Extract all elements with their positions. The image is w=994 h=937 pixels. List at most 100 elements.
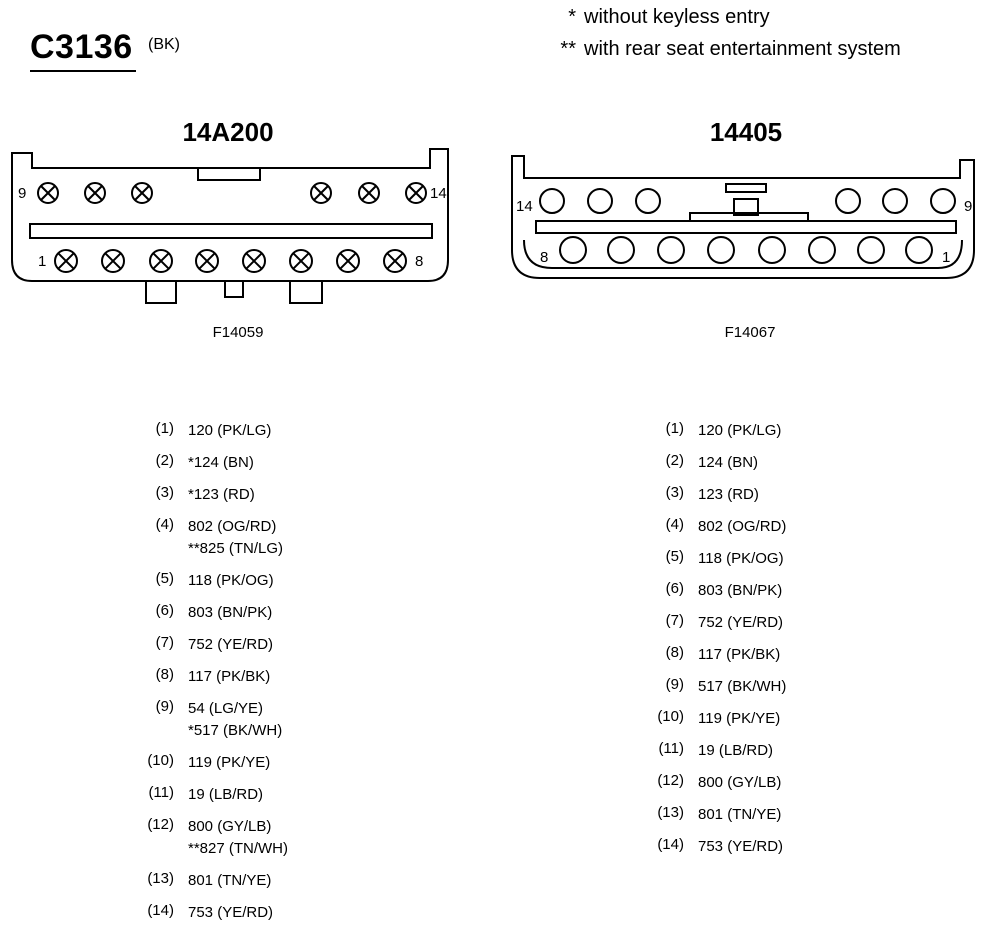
pin-row: (7) 752 (YE/RD) [642,612,786,634]
pin-row: (11)19 (LB/RD) [132,784,288,806]
wire-label: 753 (YE/RD) [698,838,784,855]
cavity-cross [408,185,424,201]
wire-label: 119 (PK/YE) [698,710,781,727]
pin-wires: 19 (LB/RD) [698,740,773,762]
right-connector-latch [733,198,759,216]
left-connector-rib [29,223,433,239]
cavity-open [857,236,885,264]
cavity-open [808,236,836,264]
wire-label: 124 (BN) [698,454,759,471]
pin-wires: 801 (TN/YE) [698,804,781,826]
cavity-open [882,188,908,214]
pin-number: (10) [657,708,684,725]
note-text: without keyless entry [584,6,770,28]
wire-label: 801 (TN/YE) [188,872,272,889]
right-label-top-left: 14 [516,198,533,215]
left-label-top-right: 14 [430,185,447,202]
wire-label: **825 (TN/LG) [188,540,284,557]
right-connector-rib [535,220,957,234]
pin-number: (13) [147,870,174,887]
pin-number: (10) [147,752,174,769]
pin-row: (6)803 (BN/PK) [132,602,288,624]
pin-row: (1) 120 (PK/LG) [132,420,288,442]
left-label-top-left: 9 [18,185,26,202]
cavity-cross [386,252,404,270]
pin-wires: 117 (PK/BK) [188,666,270,688]
pin-number: (9) [665,676,684,693]
pin-number: (9) [155,698,174,715]
pin-number: (6) [665,580,684,597]
pin-row: (8) 117 (PK/BK) [132,666,288,688]
pin-row: (7) 752 (YE/RD) [132,634,288,656]
wire-label: 801 (TN/YE) [698,806,782,823]
cavity-cross [198,252,216,270]
wire-label: *517 (BK/WH) [188,722,283,739]
right-figure-id: F14067 [724,324,776,341]
pin-number: (3) [155,484,174,501]
right-connector-diagram: 14 9 8 1 [511,155,975,279]
pin-number: (6) [155,602,174,619]
pin-row: (9)54 (LG/YE)*517 (BK/WH) [132,698,288,742]
pin-row: (11)19 (LB/RD) [642,740,786,762]
cavity-cross [134,185,150,201]
pin-wires: 124 (BN) [698,452,758,474]
pin-wires: *123 (RD) [188,484,255,506]
pin-wires: 123 (RD) [698,484,759,506]
connector-color-code: (BK) [148,36,180,53]
wire-label: 800 (GY/LB) [698,774,782,791]
wire-label: 119 (PK/YE) [188,754,271,771]
wire-label: 123 (RD) [698,486,759,503]
wire-label: 802 (OG/RD) [698,518,787,535]
pin-number: (12) [147,816,174,833]
right-label-bottom-left: 8 [540,249,548,266]
left-connector-outline [11,148,449,282]
wire-label: 19 (LB/RD) [698,742,774,759]
pin-number: (4) [665,516,684,533]
right-connector-part: 14405 [709,117,783,147]
pin-number: (1) [155,420,174,437]
wire-label: 753 (YE/RD) [188,904,274,921]
pin-row: (1)120 (PK/LG) [642,420,786,442]
pin-row: (12) 800 (GY/LB)**827 (TN/WH) [132,816,288,860]
pin-row: (2) 124 (BN) [642,452,786,474]
pin-wires: 800 (GY/LB)**827 (TN/WH) [188,816,288,860]
wire-label: 802 (OG/RD) [188,518,277,535]
pin-wires: 120 (PK/LG) [188,420,271,442]
pin-wires: 752 (YE/RD) [698,612,783,634]
wire-label: *123 (RD) [188,486,255,503]
pin-row: (10) 119 (PK/YE) [642,708,786,730]
pin-number: (8) [155,666,174,683]
cavity-cross [57,252,75,270]
note-keyless: * without keyless entry [548,6,770,29]
pin-number: (7) [665,612,684,629]
pin-wires: 517 (BK/WH) [698,676,786,698]
cavity-open [930,188,956,214]
note-text: with rear seat entertainment system [584,38,901,60]
pin-row: (6)803 (BN/PK) [642,580,786,602]
pin-row: (13)801 (TN/YE) [642,804,786,826]
right-label-top-right: 9 [964,198,972,215]
left-connector-part: 14A200 [182,117,274,147]
left-connector-latch [224,280,244,298]
cavity-open [539,188,565,214]
pin-row: (12)800 (GY/LB) [642,772,786,794]
pin-number: (2) [665,452,684,469]
cavity-cross [104,252,122,270]
pin-wires: 120 (PK/LG) [698,420,781,442]
wire-label: 19 (LB/RD) [188,786,264,803]
pin-wires: 753 (YE/RD) [698,836,783,858]
wire-label: 118 (PK/OG) [188,572,274,589]
right-connector-key [725,183,767,193]
note-rear-seat: ** with rear seat entertainment system [548,38,901,61]
pin-number: (7) [155,634,174,651]
pin-number: (14) [657,836,684,853]
pin-number: (3) [665,484,684,501]
pin-number: (14) [147,902,174,919]
pin-number: (4) [155,516,174,533]
pin-row: (8)117 (PK/BK) [642,644,786,666]
note-symbol: * [568,6,576,28]
cavity-open [635,188,661,214]
wire-label: 120 (PK/LG) [698,422,782,439]
wire-label: 752 (YE/RD) [188,636,274,653]
note-symbol: ** [560,38,576,60]
